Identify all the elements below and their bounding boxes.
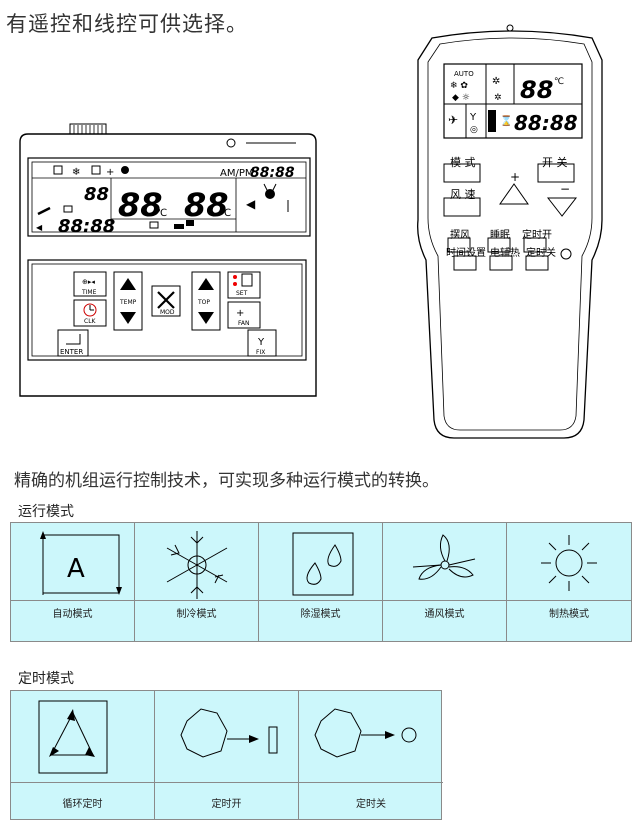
cycle-icon [38, 700, 108, 774]
timer-on-icon [180, 708, 278, 758]
timer-label-on: 定时开 [211, 799, 242, 810]
btn-power-label: 开 关 [542, 156, 568, 169]
run-modes-title: 运行模式 [18, 504, 74, 520]
mode-label-fan: 通风模式 [424, 609, 465, 620]
svg-text:❄ ✿: ❄ ✿ [450, 81, 468, 91]
timer-cell-cycle: 循环定时 [11, 691, 155, 819]
remote-control: AUTO ❄ ✿ ◆ ☼ ✲ ✲ 88 ℃ ✈ Y ◎ ⌛ 88:88 模 式 … [414, 20, 610, 444]
mode-cell-auto: A 自动模式 [11, 523, 135, 641]
svg-text:◀: ◀ [36, 223, 43, 232]
timer-modes-table: 循环定时 定时开 定时关 [10, 690, 443, 820]
btn-timer-off-label: 定时关 [526, 248, 556, 259]
svg-text:MOD: MOD [160, 309, 175, 316]
btn-mode-label: 模 式 [450, 156, 476, 169]
btn-swing-label: 摆风 [450, 230, 470, 241]
svg-text:CLK: CLK [84, 318, 97, 325]
mode-cell-fan: 通风模式 [383, 523, 507, 641]
svg-text:FIX: FIX [256, 349, 265, 356]
subline: 精确的机组运行控制技术，可实现多种运行模式的转换。 [14, 471, 439, 491]
temp-left-digits: 88 [118, 186, 163, 224]
svg-text:❄: ❄ [72, 167, 80, 178]
svg-text:◀: ◀ [246, 197, 256, 211]
snowflake-icon [166, 531, 228, 599]
svg-text:✈: ✈ [448, 113, 458, 127]
svg-text:ENTER: ENTER [60, 348, 83, 356]
svg-text:◎: ◎ [470, 125, 478, 135]
clock-digits: 88:88 [250, 165, 295, 181]
timer-label-off: 定时关 [356, 799, 386, 810]
btn-heater-label: 电辅热 [490, 248, 520, 259]
timer-digits: 88:88 [58, 216, 115, 237]
btn-timer-on-label: 定时开 [522, 230, 552, 241]
remote-drawing: AUTO ❄ ✿ ◆ ☼ ✲ ✲ 88 ℃ ✈ Y ◎ ⌛ 88:88 [417, 24, 603, 439]
plus-label: + [510, 170, 521, 184]
mode-label-cool: 制冷模式 [176, 609, 217, 620]
svg-text:FAN: FAN [238, 320, 250, 327]
btn-time-label: TIME [81, 289, 97, 296]
auto-icon: A [40, 531, 122, 595]
svg-text:TEMP: TEMP [119, 299, 137, 306]
wired-controller-drawing: ❄ + AM/PM 88:88 88 ◀ 88:88 88 ℃ 88 ℃ ◀ ⊕… [19, 123, 317, 397]
mode-cell-dry: 除湿模式 [259, 523, 383, 641]
svg-text:TOP: TOP [197, 299, 210, 306]
auto-glyph: A [67, 554, 85, 584]
mode-label-auto: 自动模式 [52, 609, 93, 620]
timer-modes-title: 定时模式 [18, 671, 74, 687]
headline: 有遥控和线控可供选择。 [6, 12, 248, 36]
mode-label-heat: 制热模式 [549, 609, 589, 620]
svg-text:SET: SET [236, 290, 248, 297]
svg-text:✲: ✲ [492, 76, 500, 87]
svg-text:⌛: ⌛ [500, 114, 512, 127]
svg-text:Y: Y [469, 112, 477, 123]
remote-auto-label: AUTO [454, 70, 474, 78]
fan-icon [412, 534, 476, 580]
run-modes-table: A 自动模式 制冷模式 [10, 522, 632, 642]
svg-text:℃: ℃ [554, 77, 564, 87]
droplets-icon [292, 532, 354, 596]
btn-sleep-label: 睡眠 [490, 230, 510, 241]
svg-text:℃: ℃ [156, 208, 167, 219]
timer-off-icon [314, 708, 417, 758]
ampm-label: AM/PM [220, 168, 254, 179]
timer-label-cycle: 循环定时 [62, 799, 103, 810]
wired-controller: ❄ + AM/PM 88:88 88 ◀ 88:88 88 ℃ 88 ℃ ◀ ⊕… [14, 118, 322, 400]
btn-time-set-label: 时间设置 [446, 248, 486, 259]
svg-text:℃: ℃ [220, 208, 231, 219]
svg-text:+: + [236, 308, 244, 319]
sun-icon [541, 535, 597, 591]
timer-cell-off: 定时关 [299, 691, 443, 819]
mode-cell-heat: 制热模式 [507, 523, 631, 641]
minus-label: − [560, 182, 571, 196]
remote-timer-digits: 88:88 [514, 111, 578, 135]
svg-text:✲: ✲ [494, 93, 502, 103]
svg-text:◆ ☼: ◆ ☼ [452, 93, 470, 103]
temp-right-digits: 88 [184, 186, 229, 224]
svg-text:+: + [106, 167, 114, 178]
remote-temp-digits: 88 [520, 76, 553, 104]
timer-cell-on: 定时开 [155, 691, 299, 819]
mode-label-dry: 除湿模式 [300, 609, 341, 620]
small-digits: 88 [84, 184, 109, 205]
svg-text:Y: Y [257, 337, 265, 348]
btn-fan-speed-label: 风 速 [450, 188, 476, 201]
svg-text:⊕▸◂: ⊕▸◂ [82, 278, 95, 286]
mode-cell-cool: 制冷模式 [135, 523, 259, 641]
